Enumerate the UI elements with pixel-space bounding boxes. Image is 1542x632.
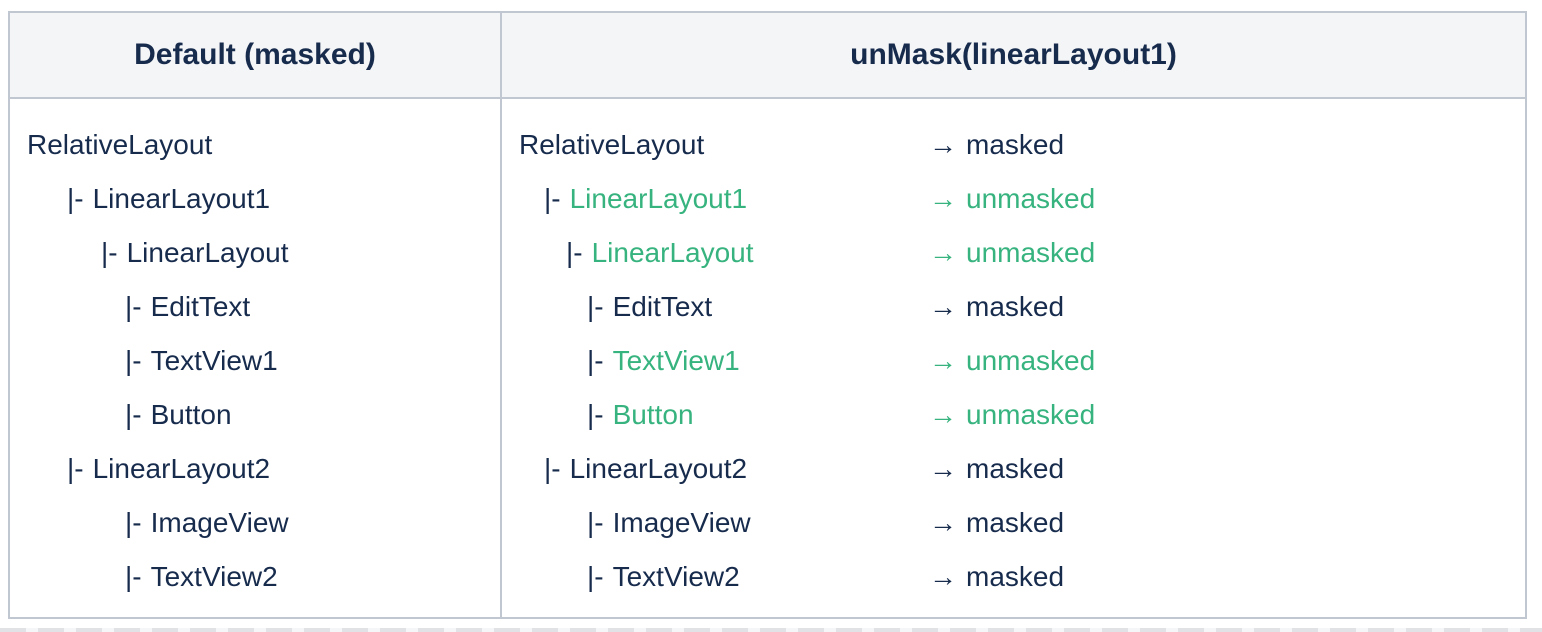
mask-status-label: masked: [966, 507, 1065, 538]
tree-row: |- LinearLayout → unmasked: [519, 226, 1525, 280]
mask-status: → masked: [929, 442, 1064, 496]
arrow-right-icon: →: [929, 561, 957, 592]
mask-status: → masked: [929, 280, 1064, 334]
table-body-row: RelativeLayout |- LinearLayout1 |- LinearL…: [10, 99, 1525, 617]
mask-status-label: unmasked: [966, 399, 1096, 430]
tree-branch-prefix: |-: [125, 507, 142, 538]
tree-branch-prefix: |-: [67, 453, 84, 484]
mask-comparison-table: Default (masked) unMask(linearLayout1) R…: [8, 11, 1527, 619]
node-name: Button: [612, 399, 694, 430]
node-label: |- EditText: [519, 280, 929, 334]
arrow-right-icon: →: [929, 237, 957, 268]
node-name: LinearLayout: [126, 237, 289, 268]
tree-row: RelativeLayout → masked: [519, 118, 1525, 172]
mask-status: → masked: [929, 550, 1064, 604]
node-label: RelativeLayout: [519, 118, 929, 172]
node-name: LinearLayout2: [92, 453, 271, 484]
tree-branch-prefix: |-: [587, 507, 604, 538]
tree-branch-prefix: |-: [587, 345, 604, 376]
node-name: TextView2: [150, 561, 278, 592]
arrow-right-icon: →: [929, 399, 957, 430]
node-name: LinearLayout1: [569, 183, 748, 214]
tree-branch-prefix: |-: [587, 399, 604, 430]
mask-status-label: unmasked: [966, 183, 1096, 214]
node-label: |- LinearLayout2: [519, 442, 929, 496]
node-name: LinearLayout2: [569, 453, 748, 484]
tree-row: |- LinearLayout1 → unmasked: [519, 172, 1525, 226]
arrow-right-icon: →: [929, 183, 957, 214]
tree-row: |- LinearLayout1: [27, 172, 500, 226]
mask-status: → masked: [929, 496, 1064, 550]
mask-status-label: unmasked: [966, 237, 1096, 268]
mask-status-label: masked: [966, 561, 1065, 592]
tree-row: |- EditText → masked: [519, 280, 1525, 334]
tree-row: |- TextView2 → masked: [519, 550, 1525, 604]
node-name: ImageView: [612, 507, 751, 538]
node-label: |- TextView1: [519, 334, 929, 388]
tree-branch-prefix: |-: [125, 399, 142, 430]
tree-branch-prefix: |-: [587, 561, 604, 592]
node-label: |- Button: [519, 388, 929, 442]
header-default-masked: Default (masked): [10, 13, 502, 99]
mask-status-label: masked: [966, 291, 1065, 322]
mask-status: → unmasked: [929, 334, 1095, 388]
node-label: |- TextView2: [519, 550, 929, 604]
arrow-right-icon: →: [929, 345, 957, 376]
tree-row: |- LinearLayout: [27, 226, 500, 280]
tree-branch-prefix: |-: [125, 345, 142, 376]
node-name: EditText: [612, 291, 713, 322]
tree-row: |- TextView1 → unmasked: [519, 334, 1525, 388]
tree-row: |- EditText: [27, 280, 500, 334]
tree-branch-prefix: |-: [101, 237, 118, 268]
mask-status-label: masked: [966, 129, 1065, 160]
tree-row: |- TextView2: [27, 550, 500, 604]
mask-status-label: masked: [966, 453, 1065, 484]
arrow-right-icon: →: [929, 507, 957, 538]
tree-row: |- ImageView → masked: [519, 496, 1525, 550]
node-name: EditText: [150, 291, 251, 322]
tree-row: |- TextView1: [27, 334, 500, 388]
tree-row: |- Button → unmasked: [519, 388, 1525, 442]
tree-branch-prefix: |-: [125, 291, 142, 322]
node-name: RelativeLayout: [519, 129, 705, 160]
mask-status-label: unmasked: [966, 345, 1096, 376]
tree-row: |- LinearLayout2: [27, 442, 500, 496]
table-header-row: Default (masked) unMask(linearLayout1): [10, 13, 1525, 99]
node-name: TextView2: [612, 561, 740, 592]
node-name: Button: [150, 399, 232, 430]
mask-status: → unmasked: [929, 226, 1095, 280]
tree-row: |- LinearLayout2 → masked: [519, 442, 1525, 496]
tree-row: RelativeLayout: [27, 118, 500, 172]
mask-status: → unmasked: [929, 388, 1095, 442]
arrow-right-icon: →: [929, 129, 957, 160]
default-tree-cell: RelativeLayout |- LinearLayout1 |- LinearL…: [10, 99, 502, 617]
tree-branch-prefix: |-: [587, 291, 604, 322]
clipped-next-element-top: [0, 628, 1542, 632]
tree-branch-prefix: |-: [566, 237, 583, 268]
arrow-right-icon: →: [929, 291, 957, 322]
tree-branch-prefix: |-: [125, 561, 142, 592]
unmask-tree-cell: RelativeLayout → masked |- LinearLayout1 →…: [502, 99, 1525, 617]
mask-status: → masked: [929, 118, 1064, 172]
node-label: |- LinearLayout: [519, 226, 929, 280]
arrow-right-icon: →: [929, 453, 957, 484]
mask-status: → unmasked: [929, 172, 1095, 226]
node-name: LinearLayout1: [92, 183, 271, 214]
node-name: TextView1: [612, 345, 740, 376]
tree-row: |- Button: [27, 388, 500, 442]
node-name: ImageView: [150, 507, 289, 538]
tree-branch-prefix: |-: [67, 183, 84, 214]
node-label: |- ImageView: [519, 496, 929, 550]
node-name: TextView1: [150, 345, 278, 376]
tree-branch-prefix: |-: [544, 453, 561, 484]
node-name: LinearLayout: [591, 237, 754, 268]
tree-branch-prefix: |-: [544, 183, 561, 214]
node-name: RelativeLayout: [27, 129, 213, 160]
node-label: |- LinearLayout1: [519, 172, 929, 226]
tree-row: |- ImageView: [27, 496, 500, 550]
header-unmask-linearlayout1: unMask(linearLayout1): [502, 13, 1525, 99]
